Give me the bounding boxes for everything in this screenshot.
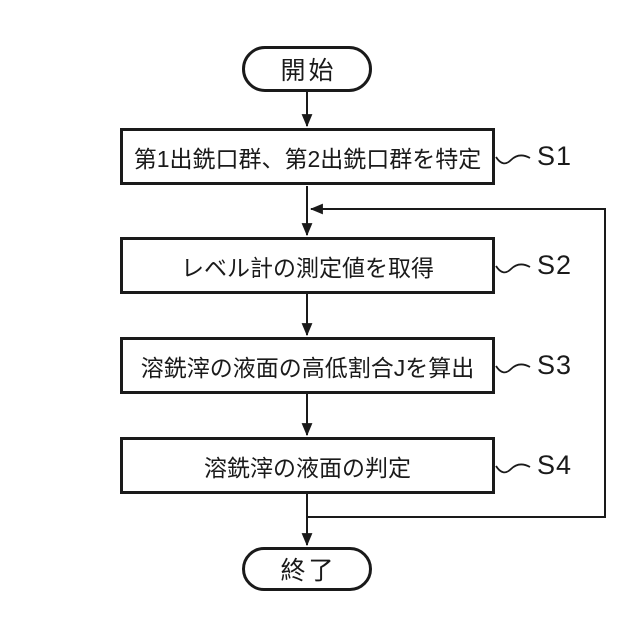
step-label-s3: 溶銑滓の液面の高低割合Jを算出: [140, 354, 475, 381]
step-box-s1: 第1出銑口群、第2出銑口群を特定: [120, 128, 495, 185]
step-label-s4: 溶銑滓の液面の判定: [204, 454, 411, 481]
step-label-s2: レベル計の測定値を取得: [181, 254, 434, 281]
step-label-s1: 第1出銑口群、第2出銑口群を特定: [133, 145, 482, 172]
step-id-s2: S2: [537, 250, 573, 280]
step-id-s3: S3: [537, 350, 573, 380]
start-terminal-label: 開始: [280, 57, 337, 85]
step-box-s2: レベル計の測定値を取得: [120, 237, 495, 294]
squiggle-connector-s3: [495, 363, 531, 374]
step-box-s3: 溶銑滓の液面の高低割合Jを算出: [120, 337, 495, 394]
end-terminal: 終了: [242, 547, 372, 591]
squiggle-connector-s2: [495, 263, 531, 274]
loop-back-arrow: [307, 203, 606, 518]
step-id-s4: S4: [537, 450, 573, 480]
squiggle-connector-s1: [495, 154, 531, 165]
end-terminal-label: 終了: [280, 557, 337, 585]
step-box-s4: 溶銑滓の液面の判定: [120, 437, 495, 494]
step-id-s1: S1: [537, 141, 573, 171]
squiggle-connector-s4: [495, 463, 531, 474]
start-terminal: 開始: [242, 46, 372, 92]
